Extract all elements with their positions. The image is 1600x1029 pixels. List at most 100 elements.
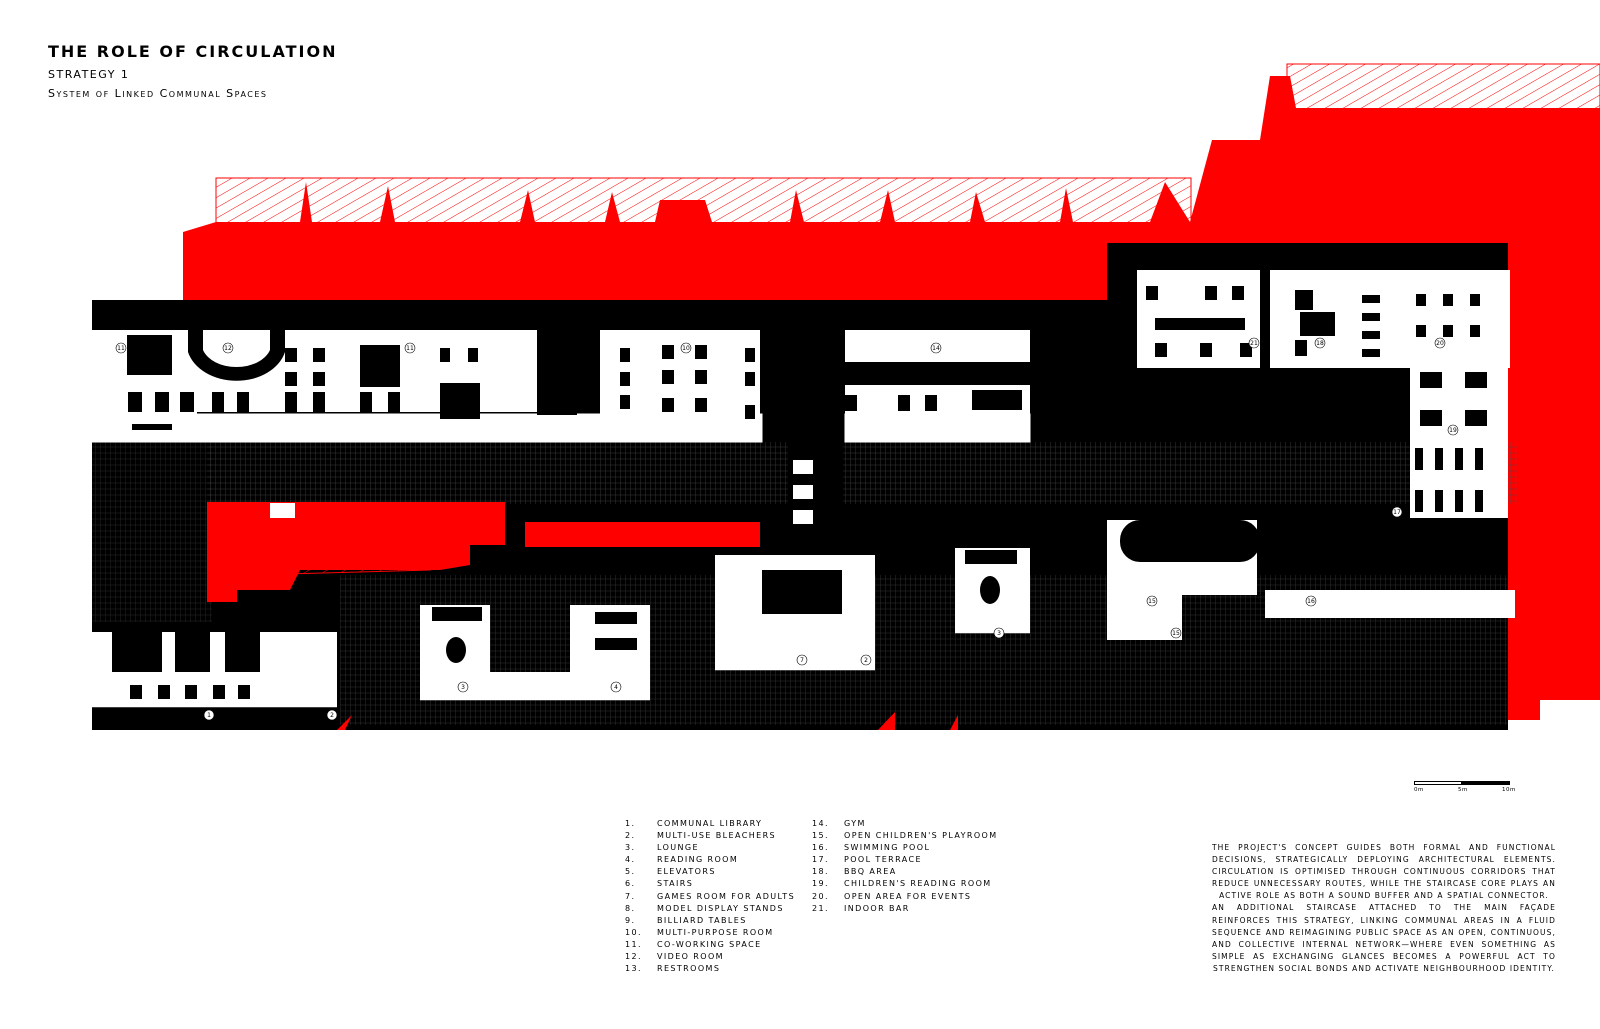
- legend-item: 11.co-working space: [625, 939, 795, 951]
- legend-number: 14.: [812, 819, 829, 828]
- tag-2a: 2: [326, 709, 338, 721]
- legend-number: 4.: [625, 855, 636, 865]
- tag-15a: 15: [1146, 595, 1158, 607]
- legend-item: 1. communal library: [625, 818, 795, 830]
- svg-text:21: 21: [1250, 340, 1258, 347]
- tag-7: 7: [796, 654, 808, 666]
- concept-description: The project's concept guides both formal…: [1212, 842, 1556, 975]
- legend-left-column: 1.communal library 2.multi-use bleachers…: [625, 818, 795, 975]
- tag-15b: 15: [1170, 627, 1182, 639]
- legend-item: 21. indoor bar: [812, 903, 998, 915]
- description-paragraph-2: An additional staircase attached to the …: [1212, 903, 1556, 973]
- svg-text:1: 1: [207, 712, 211, 719]
- legend-item: 8.model display stands: [625, 903, 795, 915]
- legend-label: multi-use bleachers: [657, 831, 777, 841]
- svg-text:16: 16: [1307, 598, 1315, 605]
- svg-text:2: 2: [330, 712, 334, 719]
- legend-item: 15.open children's playroom: [812, 830, 998, 842]
- legend-item: 18. bbq area: [812, 866, 998, 878]
- svg-text:19: 19: [1449, 427, 1457, 434]
- description-paragraph-1: The project's concept guides both formal…: [1212, 843, 1556, 901]
- tag-1: 1: [203, 709, 215, 721]
- tag-11b: 11: [404, 342, 416, 354]
- red-facade-band: [183, 63, 1600, 720]
- svg-text:10: 10: [682, 345, 690, 352]
- legend-label: multi-purpose room: [657, 927, 774, 937]
- scale-label-10: 10m: [1502, 787, 1516, 793]
- legend-label: stairs: [657, 879, 694, 889]
- legend-label: swimming pool: [844, 843, 931, 853]
- legend-label: open area for events: [844, 891, 972, 901]
- legend-item: 6.stairs: [625, 878, 795, 890]
- legend-label: open children's playroom: [844, 831, 998, 841]
- legend-item: 9.billiard tables: [625, 915, 795, 927]
- legend-item: 5. elevators: [625, 866, 795, 878]
- legend-label: pool terrace: [844, 855, 922, 865]
- tag-21: 21: [1248, 337, 1260, 349]
- legend-item: 3.lounge: [625, 842, 795, 854]
- legend-number: 10.: [625, 927, 642, 937]
- scale-bar-white-segment: [1414, 781, 1462, 785]
- legend-number: 1.: [625, 819, 636, 828]
- scale-bar: 0m 5m 10m: [1414, 781, 1515, 799]
- legend-item: 19. children's reading room: [812, 878, 998, 890]
- tag-11a: 11: [115, 342, 127, 354]
- legend-number: 19.: [812, 879, 829, 889]
- tag-19: 19: [1447, 424, 1459, 436]
- legend-item: 17. pool terrace: [812, 854, 998, 866]
- svg-text:2: 2: [864, 657, 868, 664]
- legend-number: 5.: [625, 867, 636, 877]
- legend-label: reading room: [657, 855, 739, 865]
- svg-text:11: 11: [117, 345, 125, 352]
- scale-label-0: 0m: [1414, 787, 1424, 793]
- tag-3b: 3: [993, 627, 1005, 639]
- legend-item: 20. open area for events: [812, 891, 998, 903]
- legend-item: 12. video room: [625, 951, 795, 963]
- legend-item: 16. swimming pool: [812, 842, 998, 854]
- legend-item: 10. multi-purpose room: [625, 927, 795, 939]
- svg-text:3: 3: [997, 630, 1001, 637]
- legend-number: 21.: [812, 903, 829, 913]
- legend-label: video room: [657, 952, 724, 962]
- tag-3a: 3: [457, 681, 469, 693]
- corridor-band-white: [91, 413, 1031, 443]
- svg-text:17: 17: [1393, 509, 1401, 516]
- legend-number: 9.: [625, 915, 636, 925]
- legend-label: communal library: [657, 819, 763, 828]
- scale-label-5: 5m: [1458, 787, 1468, 793]
- legend-number: 16.: [812, 843, 829, 853]
- legend-number: 17.: [812, 855, 829, 865]
- furniture-upper: [127, 286, 1487, 512]
- svg-text:7: 7: [800, 657, 804, 664]
- legend-label: model display stands: [657, 903, 784, 913]
- legend-label: indoor bar: [844, 903, 910, 913]
- legend-number: 3.: [625, 843, 636, 853]
- legend-label: elevators: [657, 867, 716, 877]
- legend-number: 20.: [812, 891, 829, 901]
- strategy-label: STRATEGY 1: [48, 68, 130, 81]
- svg-text:4: 4: [614, 684, 618, 691]
- room-tags: 11 12 11 10 14 21 18 20 19 17 1 2 3 4 7 …: [115, 337, 1459, 721]
- legend-number: 12.: [625, 952, 642, 962]
- legend-label: games room for adults: [657, 891, 796, 901]
- tag-17: 17: [1391, 506, 1403, 518]
- corridor-lines: [92, 441, 1030, 708]
- svg-text:12: 12: [224, 345, 232, 352]
- legend-label: bbq area: [844, 867, 897, 877]
- legend-item: 4. reading room: [625, 854, 795, 866]
- legend-item: 13.restrooms: [625, 963, 795, 975]
- tag-4: 4: [610, 681, 622, 693]
- red-drops: [337, 712, 958, 730]
- tag-10: 10: [680, 342, 692, 354]
- tag-20: 20: [1434, 337, 1446, 349]
- legend-label: gym: [844, 819, 866, 828]
- legend-item: 14. gym: [812, 818, 998, 830]
- legend-label: children's reading room: [844, 879, 992, 889]
- tag-14: 14: [930, 342, 942, 354]
- page-subtitle: System of Linked Communal Spaces: [48, 87, 268, 100]
- legend-number: 18.: [812, 867, 829, 877]
- svg-text:11: 11: [406, 345, 414, 352]
- legend-item: 7.games room for adults: [625, 891, 795, 903]
- svg-text:18: 18: [1316, 340, 1324, 347]
